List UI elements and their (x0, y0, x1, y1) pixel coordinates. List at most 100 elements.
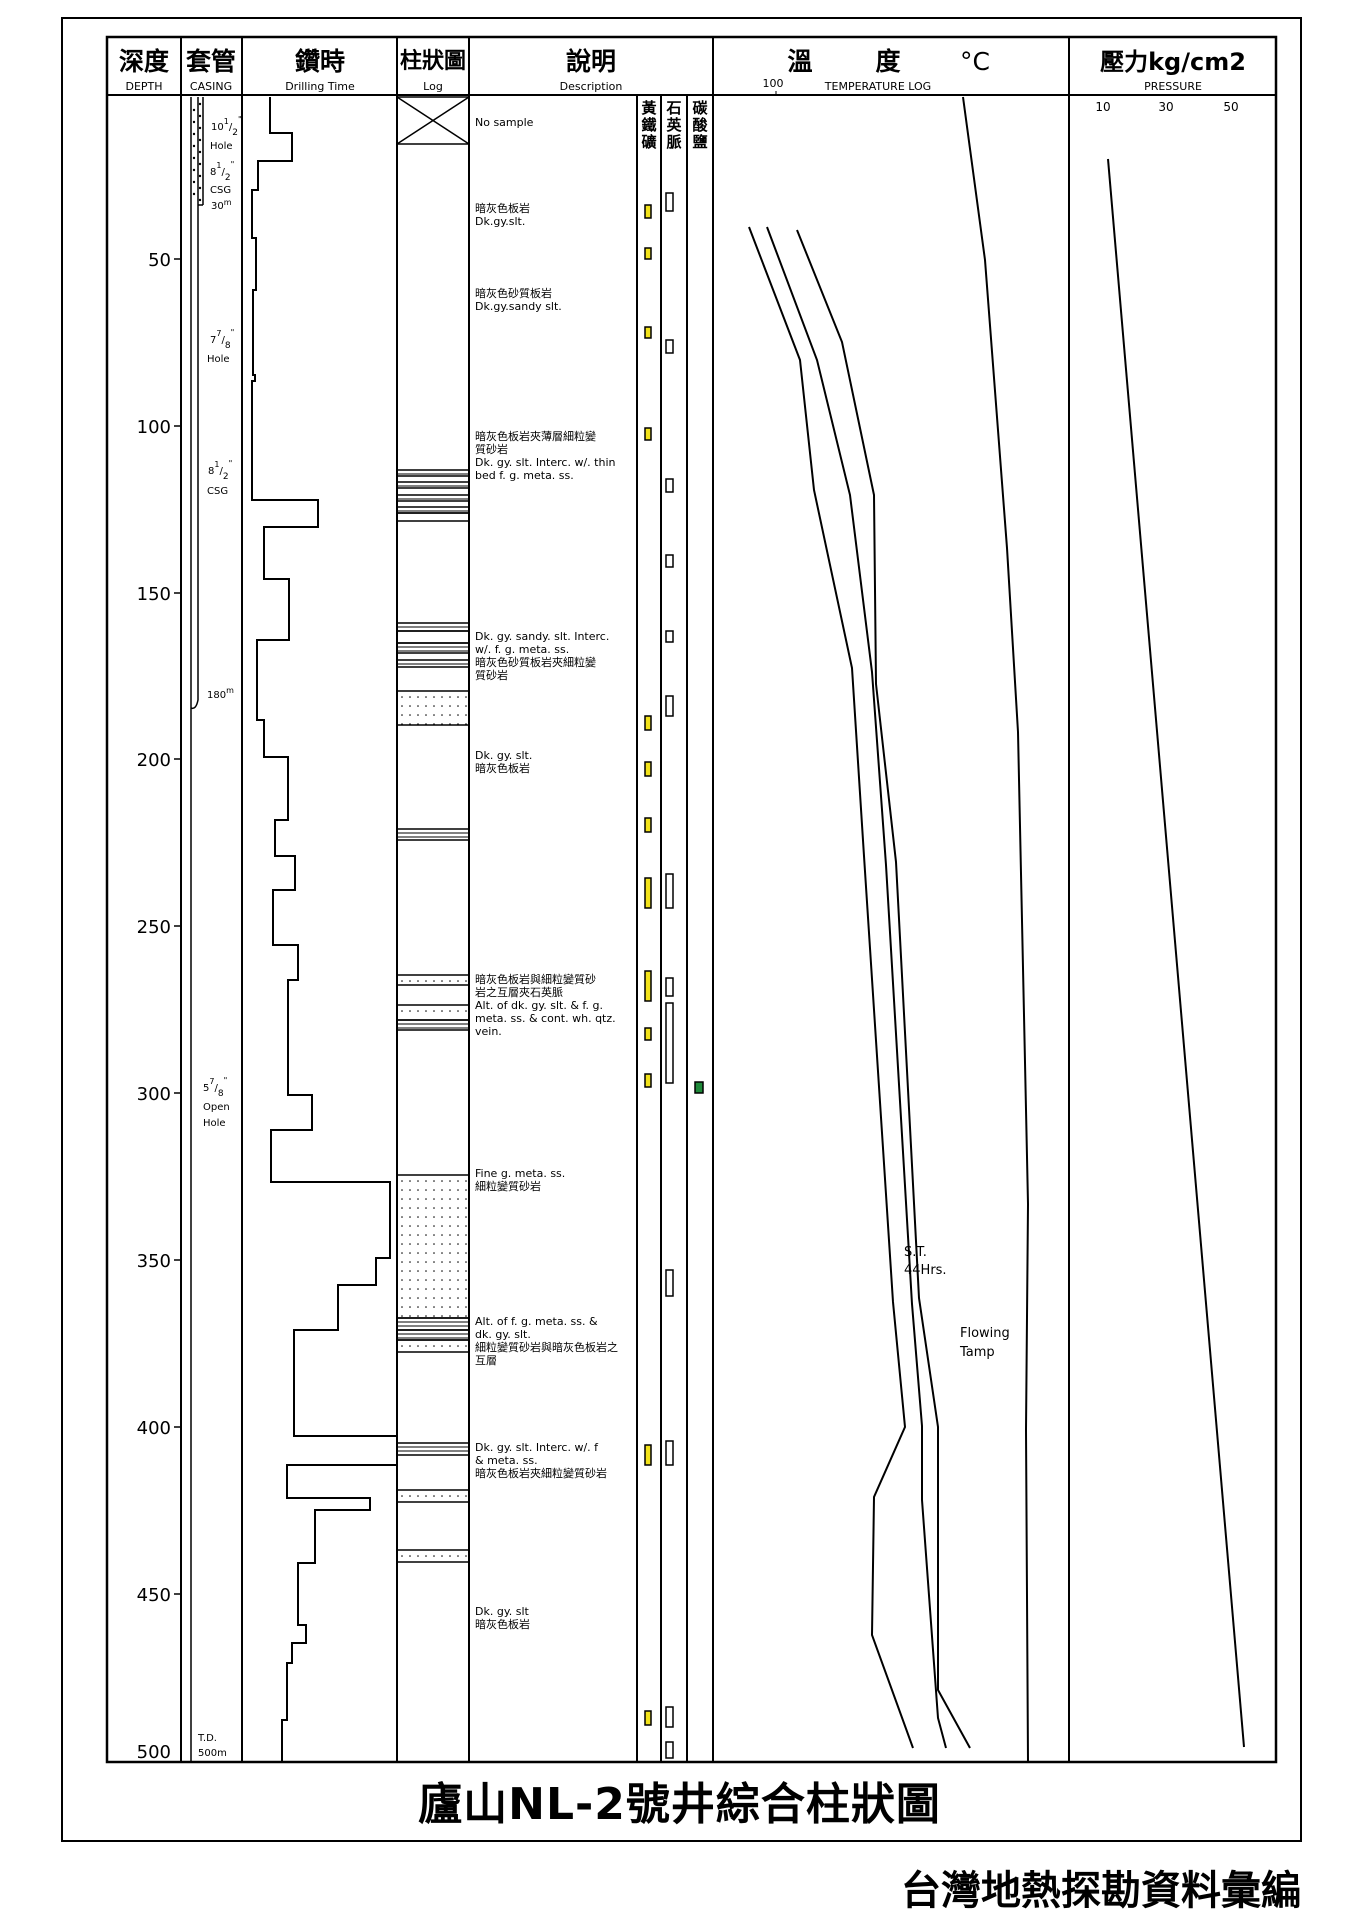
drill-header-en: Drilling Time (285, 80, 355, 93)
lithology-band-12 (397, 1004, 469, 1021)
pyrite-mark-5 (644, 761, 652, 777)
depth-label-350: 350 (137, 1251, 171, 1272)
description-d3-line-3: bed f. g. meta. ss. (475, 469, 574, 482)
shut-in-time-label-1: S.T. (904, 1245, 927, 1260)
casing-note-hole1-label: Hole (210, 141, 233, 152)
depth-label-50: 50 (148, 250, 171, 271)
casing-header-cn: 套管 (185, 47, 236, 76)
casing-note-td-2: 500m (198, 1748, 227, 1759)
description-d6-line-4: vein. (475, 1025, 502, 1038)
depth-label-250: 250 (137, 917, 171, 938)
press-header-cn: 壓力kg/cm2 (1100, 48, 1246, 76)
description-d9-line-1: & meta. ss. (475, 1454, 538, 1467)
lithology-band-7 (397, 642, 469, 654)
casing-note-csg1-depth: 30m (211, 198, 232, 212)
page-title: 廬山NL-2號井綜合柱狀圖 (418, 1779, 941, 1830)
lithology-band-18 (397, 1442, 469, 1456)
pyrite-mark-2 (644, 326, 652, 339)
casing-notes: 101/2" Hole 81/2" CSG 30m 77/8" Hole 81/… (197, 115, 242, 1759)
pressure-curve (1107, 158, 1245, 1748)
flowing-temp-label-1: Flowing (960, 1326, 1010, 1341)
depth-label-500: 500 (137, 1742, 171, 1763)
outer-frame (61, 17, 1302, 1842)
description-column: No sample暗灰色板岩Dk.gy.slt.暗灰色砂質板岩Dk.gy.san… (475, 116, 618, 1631)
quartz-mark-5 (665, 695, 674, 717)
press-header-en: PRESSURE (1144, 80, 1202, 93)
lithology-log (396, 96, 470, 145)
column-dividers (180, 37, 1070, 1762)
press-tick-50: 50 (1223, 100, 1238, 114)
casing-note-open: 57/8" (203, 1076, 227, 1099)
description-d7-line-1: 細粒變質砂岩 (475, 1179, 541, 1193)
casing-note-csg2-label: CSG (207, 486, 228, 497)
pyrite-mark-11 (644, 1444, 652, 1466)
pyrite-header-2: 鐵 (641, 116, 656, 134)
pyrite-mark-8 (644, 970, 652, 1002)
temperature-curve-3 (796, 229, 971, 1749)
quartz-mark-11 (665, 1706, 674, 1728)
description-d5-line-0: Dk. gy. slt. (475, 749, 532, 762)
lithology-bands (397, 469, 469, 1563)
depth-header-en: DEPTH (125, 80, 162, 93)
lithology-band-16 (397, 1329, 469, 1341)
description-d10-line-1: 暗灰色板岩 (475, 1617, 530, 1631)
description-d9-line-0: Dk. gy. slt. Interc. w/. f (475, 1441, 599, 1454)
temp-header-en: TEMPERATURE LOG (824, 80, 931, 93)
lithology-band-10 (397, 828, 469, 841)
description-d3-line-2: Dk. gy. slt. Interc. w/. thin (475, 456, 615, 469)
description-d4-line-2: 暗灰色砂質板岩夾細粒變 (475, 655, 596, 669)
chart-frame (105, 35, 1278, 1764)
lithology-band-2 (397, 494, 469, 502)
carbonate-header-3: 鹽 (692, 133, 707, 151)
casing-note-open-label2: Hole (203, 1118, 226, 1129)
description-d4-line-3: 質砂岩 (475, 668, 508, 682)
casing-diagram (190, 97, 204, 1762)
pyrite-mark-7 (644, 877, 652, 909)
lithology-band-9 (397, 690, 469, 726)
temperature-curve-4 (962, 96, 1030, 1763)
quartz-header-3: 脈 (666, 133, 681, 151)
mineral-marks (644, 192, 704, 1759)
desc-header-cn: 說明 (566, 47, 616, 76)
depth-label-400: 400 (137, 1418, 171, 1439)
no-sample-box (396, 96, 470, 145)
pyrite-mark-6 (644, 817, 652, 833)
quartz-header-1: 石 (665, 99, 681, 117)
description-d1-line-1: Dk.gy.slt. (475, 215, 525, 228)
description-d6-line-0: 暗灰色板岩與細粒變質砂 (475, 972, 596, 986)
depth-label-150: 150 (137, 584, 171, 605)
description-d8-line-2: 細粒變質砂岩與暗灰色板岩之 (475, 1340, 618, 1354)
description-d3-line-0: 暗灰色板岩夾薄層細粒變 (475, 429, 596, 443)
lithology-band-1 (397, 481, 469, 489)
lithology-band-13 (397, 1019, 469, 1031)
lithology-band-4 (397, 512, 469, 522)
quartz-mark-4 (665, 630, 674, 643)
drill-header-cn: 鑽時 (295, 47, 345, 76)
description-d2-line-1: Dk.gy.sandy slt. (475, 300, 562, 313)
lithology-band-14 (397, 1174, 469, 1319)
desc-header-en: Description (560, 80, 623, 93)
description-d8-line-0: Alt. of f. g. meta. ss. & (475, 1315, 598, 1328)
description-d6-line-3: meta. ss. & cont. wh. qtz. (475, 1012, 616, 1025)
temperature-curve-1 (748, 226, 914, 1749)
casing-note-csg1: 81/2" (210, 160, 234, 183)
temp-header-cn-1: 溫 (787, 47, 812, 76)
log-header-cn: 柱狀圖 (400, 49, 466, 74)
pyrite-header-1: 黃 (641, 99, 656, 117)
temp-header-unit: °C (960, 47, 990, 76)
casing-note-csg2: 81/2" (208, 459, 232, 482)
quartz-mark-9 (665, 1269, 674, 1297)
quartz-mark-6 (665, 873, 674, 909)
description-d7-line-0: Fine g. meta. ss. (475, 1167, 565, 1180)
pyrite-mark-9 (644, 1027, 652, 1041)
description-d4-line-0: Dk. gy. sandy. slt. Interc. (475, 630, 609, 643)
temp-header-cn-2: 度 (875, 47, 900, 76)
temp-scale-label: 100 (763, 77, 784, 90)
description-d8-line-3: 互層 (475, 1354, 497, 1367)
lithology-band-19 (397, 1489, 469, 1503)
depth-header-cn: 深度 (119, 47, 169, 76)
lithology-band-8 (397, 659, 469, 668)
log-header-en: Log (423, 80, 443, 93)
casing-note-td-1: T.D. (197, 1733, 217, 1744)
lithology-band-20 (397, 1549, 469, 1563)
